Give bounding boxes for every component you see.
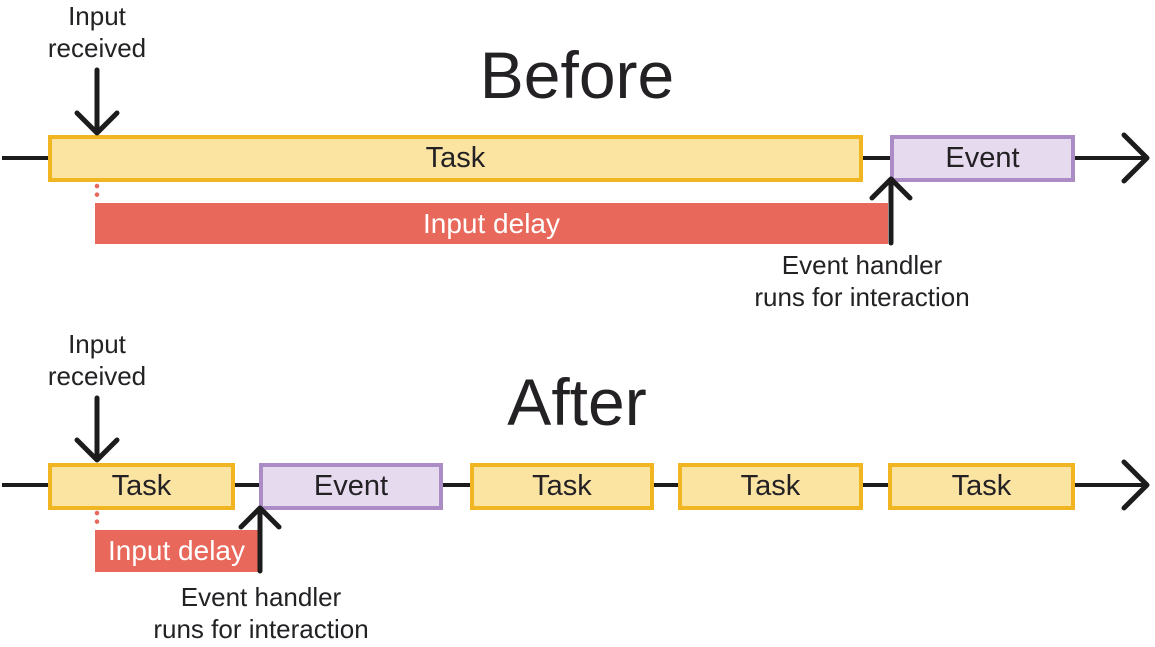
before-event-handler-label: Event handler runs for interaction	[754, 250, 970, 312]
after-input-arrow-icon	[74, 395, 120, 463]
after-task-label-3: Task	[740, 470, 801, 502]
after-event-box: Event	[259, 463, 443, 510]
after-title: After	[507, 365, 647, 439]
before-input-delay-label: Input delay	[423, 207, 560, 239]
after-event-handler-label: Event handler runs for interaction	[153, 582, 369, 644]
after-timeline-arrowhead-icon	[1121, 459, 1150, 511]
after-input-received-label: Input received	[47, 329, 147, 391]
before-input-arrow-icon	[74, 67, 120, 136]
before-input-delay-bar: Input delay	[95, 203, 888, 244]
before-title: Before	[479, 38, 675, 112]
after-input-delay-label: Input delay	[108, 535, 245, 566]
before-task-box: Task	[48, 135, 863, 182]
after-event-label: Event	[313, 470, 389, 502]
after-task-label-2: Task	[532, 470, 592, 502]
before-event-label: Event	[945, 142, 1020, 174]
after-task-label-4: Task	[951, 470, 1012, 502]
after-task-box-3: Task	[678, 463, 863, 510]
after-task-label-1: Task	[111, 470, 172, 502]
before-timeline-arrowhead-icon	[1121, 132, 1150, 184]
after-input-delay-bar: Input delay	[95, 530, 258, 572]
before-event-box: Event	[890, 135, 1075, 182]
after-task-box-2: Task	[470, 463, 654, 510]
after-task-box-4: Task	[888, 463, 1075, 510]
before-task-label: Task	[425, 142, 486, 174]
after-task-box-1: Task	[48, 463, 235, 510]
before-input-received-label: Input received	[47, 1, 147, 63]
